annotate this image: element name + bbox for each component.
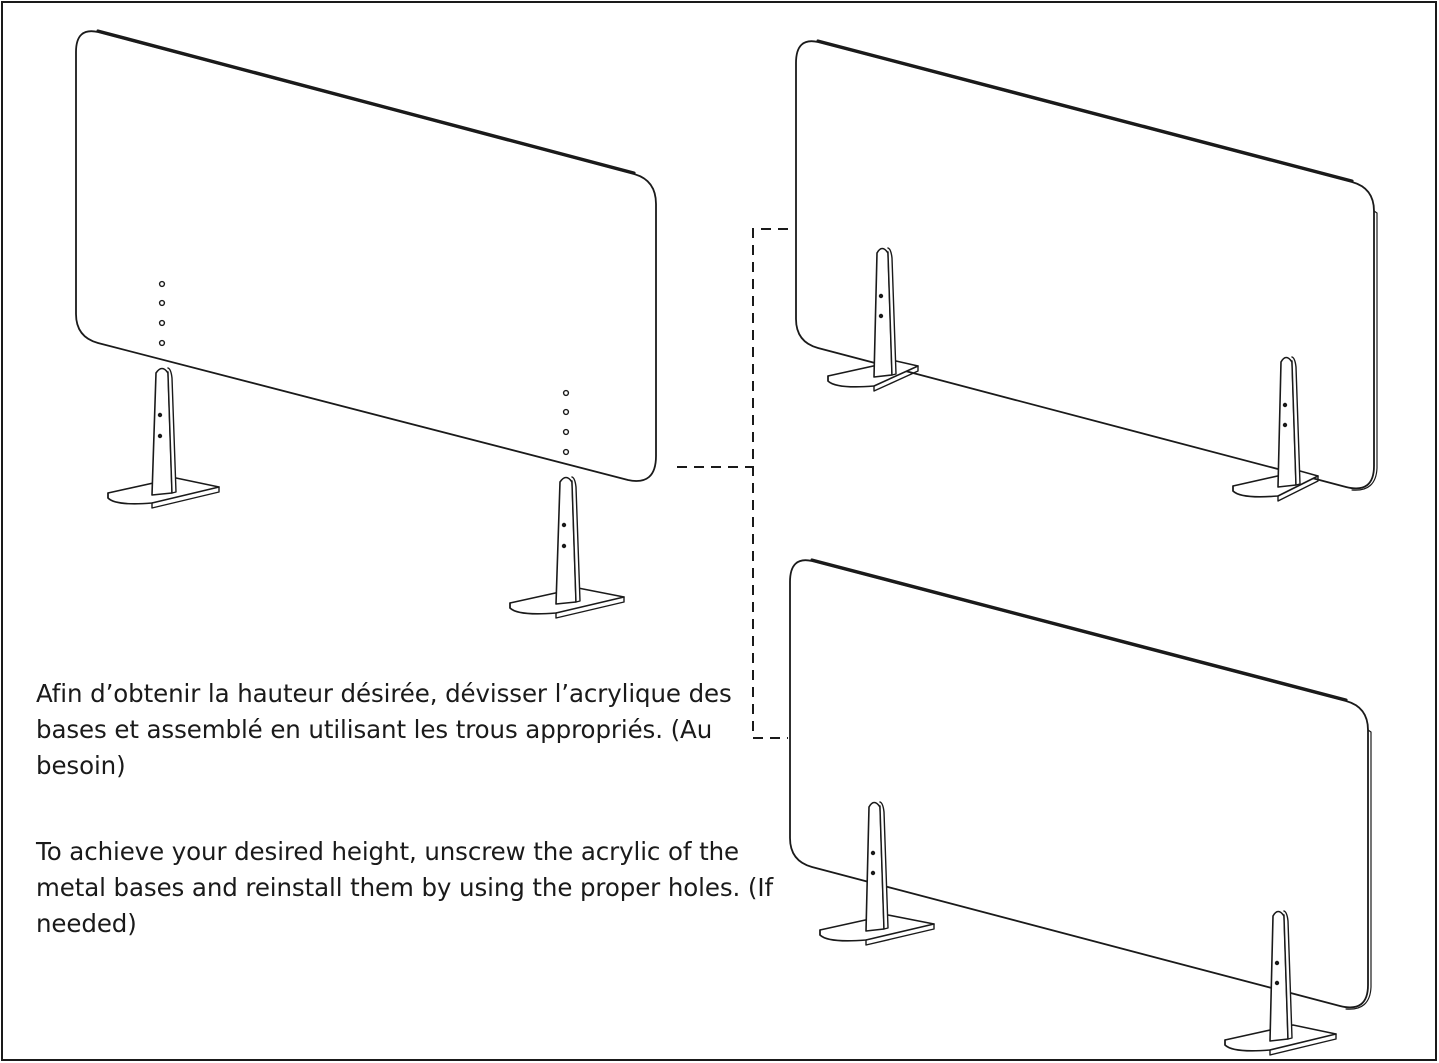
acrylic-panel xyxy=(789,559,1369,1009)
metal-base-left xyxy=(107,367,220,509)
metal-base-right xyxy=(1232,356,1319,502)
acrylic-panel xyxy=(75,30,657,482)
metal-base-left xyxy=(819,801,935,946)
panel-top-edge xyxy=(96,29,636,175)
metal-base-right xyxy=(509,476,625,619)
panel-top-edge xyxy=(810,558,1348,702)
instruction-text-french: Afin d’obtenir la hauteur désirée, dévis… xyxy=(36,679,732,780)
divider-option-top xyxy=(795,39,1378,502)
divider-large-left xyxy=(75,29,657,619)
acrylic-panel xyxy=(795,40,1375,490)
adjustment-holes-right xyxy=(562,389,570,456)
metal-base-right xyxy=(1224,910,1337,1056)
metal-base-left xyxy=(827,247,919,392)
panel-top-edge xyxy=(816,39,1354,183)
divider-option-bottom xyxy=(789,558,1372,1056)
instruction-text-english: To achieve your desired height, unscrew … xyxy=(36,837,773,938)
adjustment-holes-left xyxy=(158,280,166,347)
option-connector xyxy=(677,228,788,739)
